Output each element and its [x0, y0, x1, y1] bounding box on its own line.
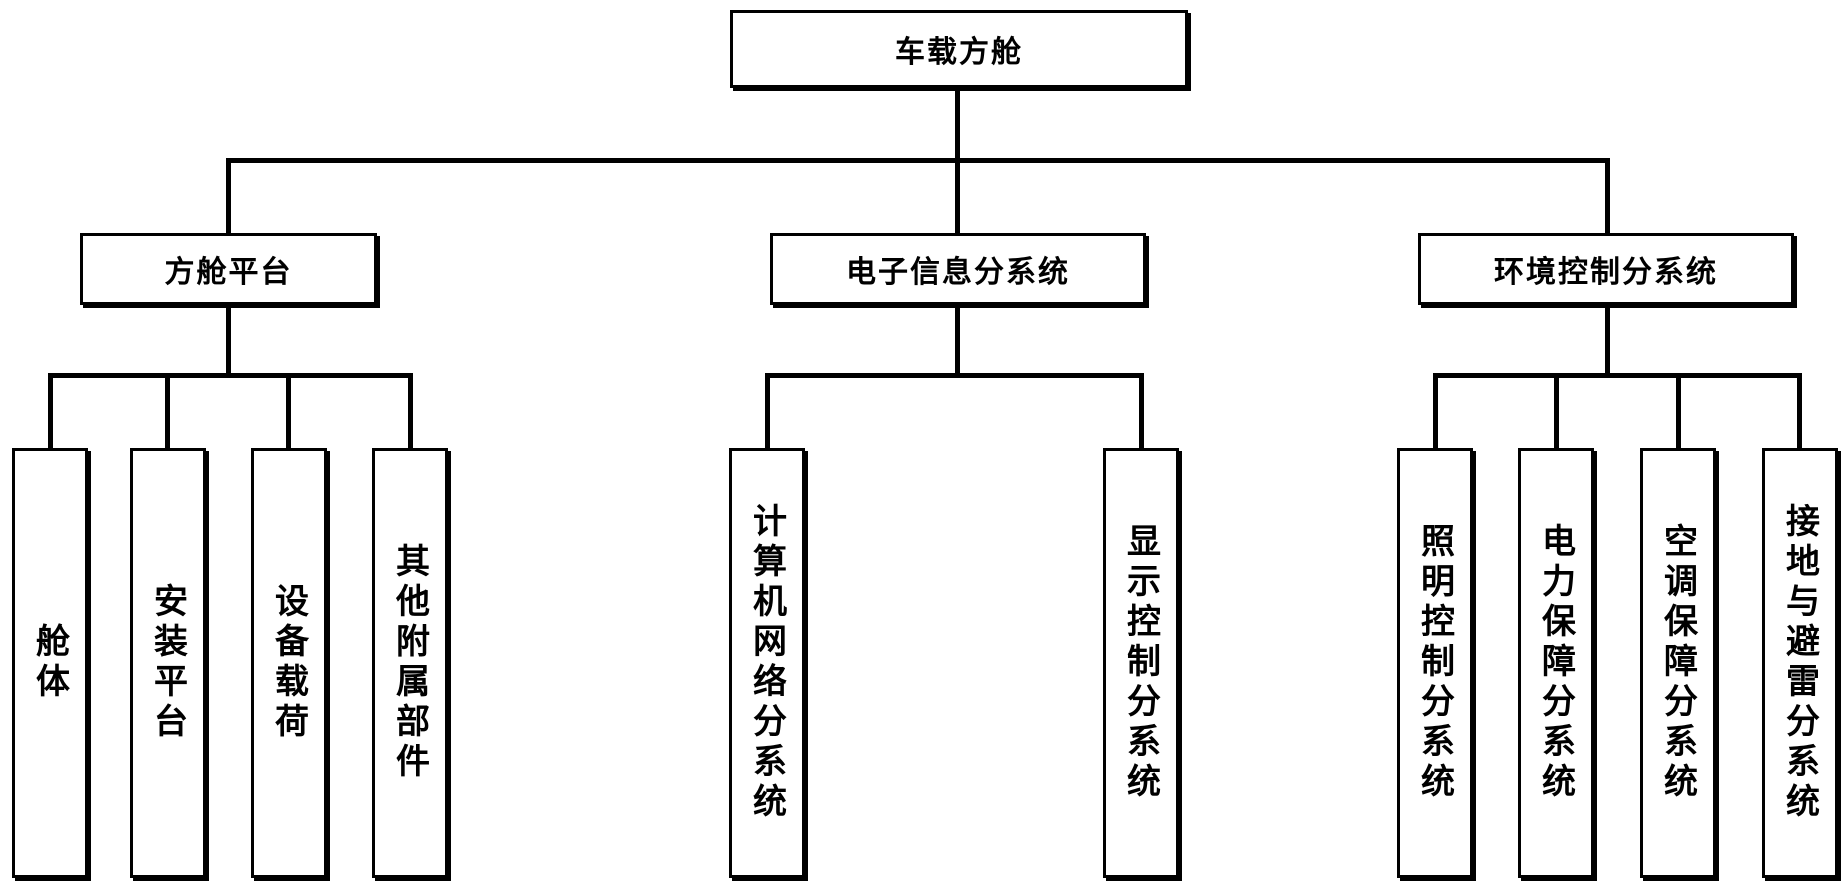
leaf-label: 计算机网络分系统 — [746, 503, 787, 823]
leaf-label: 电力保障分系统 — [1535, 523, 1576, 803]
connector-leaf-1-4 — [408, 373, 413, 448]
connector-branch-3-up — [1605, 158, 1610, 233]
leaf-label: 设备载荷 — [268, 583, 309, 743]
leaf-node-other-accessories: 其他附属部件 — [372, 448, 448, 878]
root-node: 车载方舱 — [730, 10, 1188, 88]
connector-leaf-3-4 — [1797, 373, 1802, 448]
connector-branch-2-up — [955, 158, 960, 233]
root-label: 车载方舱 — [895, 35, 1023, 70]
leaf-label: 显示控制分系统 — [1120, 523, 1161, 803]
connector-level1-bar — [226, 158, 1610, 163]
leaf-label: 照明控制分系统 — [1414, 523, 1455, 803]
branch-node-electronic-info: 电子信息分系统 — [770, 233, 1146, 305]
branch-label: 方舱平台 — [164, 255, 293, 290]
leaf-label: 空调保障分系统 — [1657, 523, 1698, 803]
leaf-label: 接地与避雷分系统 — [1779, 503, 1820, 823]
leaf-label: 其他附属部件 — [389, 543, 430, 783]
connector-branch-1-up — [226, 158, 231, 233]
connector-branch-3-bar — [1433, 373, 1802, 378]
branch-label: 电子信息分系统 — [846, 255, 1070, 290]
branch-node-platform: 方舱平台 — [80, 233, 377, 305]
connector-branch-2-bar — [765, 373, 1144, 378]
leaf-node-mounting-platform: 安装平台 — [130, 448, 206, 878]
connector-leaf-1-1 — [48, 373, 53, 448]
branch-label: 环境控制分系统 — [1494, 255, 1718, 290]
connector-leaf-2-1 — [765, 373, 770, 448]
connector-leaf-1-2 — [165, 373, 170, 448]
connector-leaf-2-2 — [1139, 373, 1144, 448]
connector-leaf-3-3 — [1676, 373, 1681, 448]
connector-branch-3-down — [1605, 305, 1610, 378]
leaf-node-computer-network: 计算机网络分系统 — [729, 448, 805, 878]
connector-branch-1-bar — [48, 373, 413, 378]
leaf-label: 安装平台 — [147, 583, 188, 743]
leaf-label: 舱体 — [29, 623, 70, 703]
connector-root-down — [955, 88, 960, 163]
connector-branch-1-down — [226, 305, 231, 378]
connector-leaf-1-3 — [286, 373, 291, 448]
connector-leaf-3-1 — [1433, 373, 1438, 448]
leaf-node-cabin-body: 舱体 — [12, 448, 88, 878]
leaf-node-power-supply: 电力保障分系统 — [1518, 448, 1594, 878]
leaf-node-lighting-control: 照明控制分系统 — [1397, 448, 1473, 878]
leaf-node-equipment-payload: 设备载荷 — [251, 448, 327, 878]
leaf-node-air-conditioning: 空调保障分系统 — [1640, 448, 1716, 878]
connector-leaf-3-2 — [1554, 373, 1559, 448]
connector-branch-2-down — [955, 305, 960, 378]
leaf-node-display-control: 显示控制分系统 — [1103, 448, 1179, 878]
leaf-node-grounding-lightning: 接地与避雷分系统 — [1762, 448, 1838, 878]
branch-node-environment-control: 环境控制分系统 — [1418, 233, 1794, 305]
